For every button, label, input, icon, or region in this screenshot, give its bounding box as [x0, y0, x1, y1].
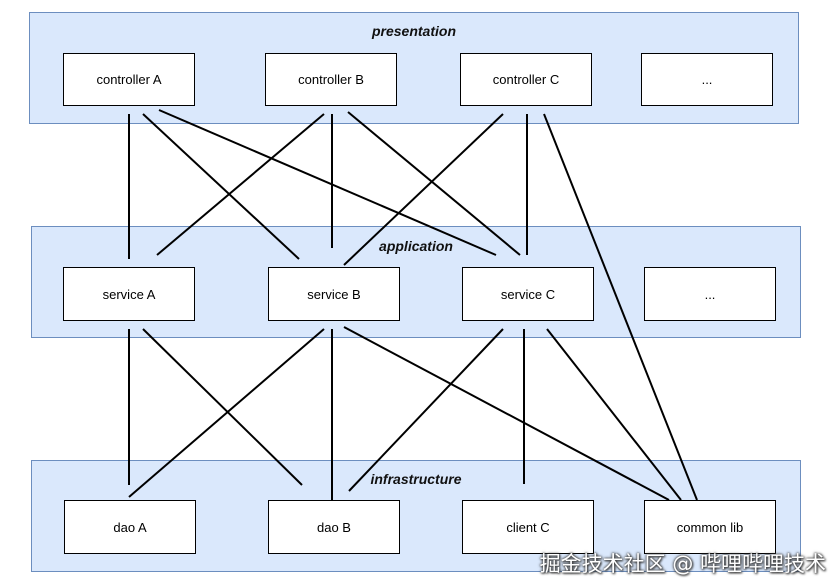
dao-b-box: dao B	[268, 500, 400, 554]
service-more-box: ...	[644, 267, 776, 321]
service-a-box: service A	[63, 267, 195, 321]
dao-a-box: dao A	[64, 500, 196, 554]
infrastructure-layer-title: infrastructure	[370, 471, 462, 487]
controller-b-box: controller B	[265, 53, 397, 106]
application-layer-title: application	[379, 238, 453, 254]
watermark: 掘金技术社区 @ 哔哩哔哩技术	[539, 552, 826, 576]
common-lib-box: common lib	[644, 500, 776, 554]
service-c-box: service C	[462, 267, 594, 321]
controller-a-box: controller A	[63, 53, 195, 106]
controller-more-box: ...	[641, 53, 773, 106]
service-b-box: service B	[268, 267, 400, 321]
controller-c-box: controller C	[460, 53, 592, 106]
client-c-box: client C	[462, 500, 594, 554]
presentation-layer-title: presentation	[371, 23, 456, 39]
